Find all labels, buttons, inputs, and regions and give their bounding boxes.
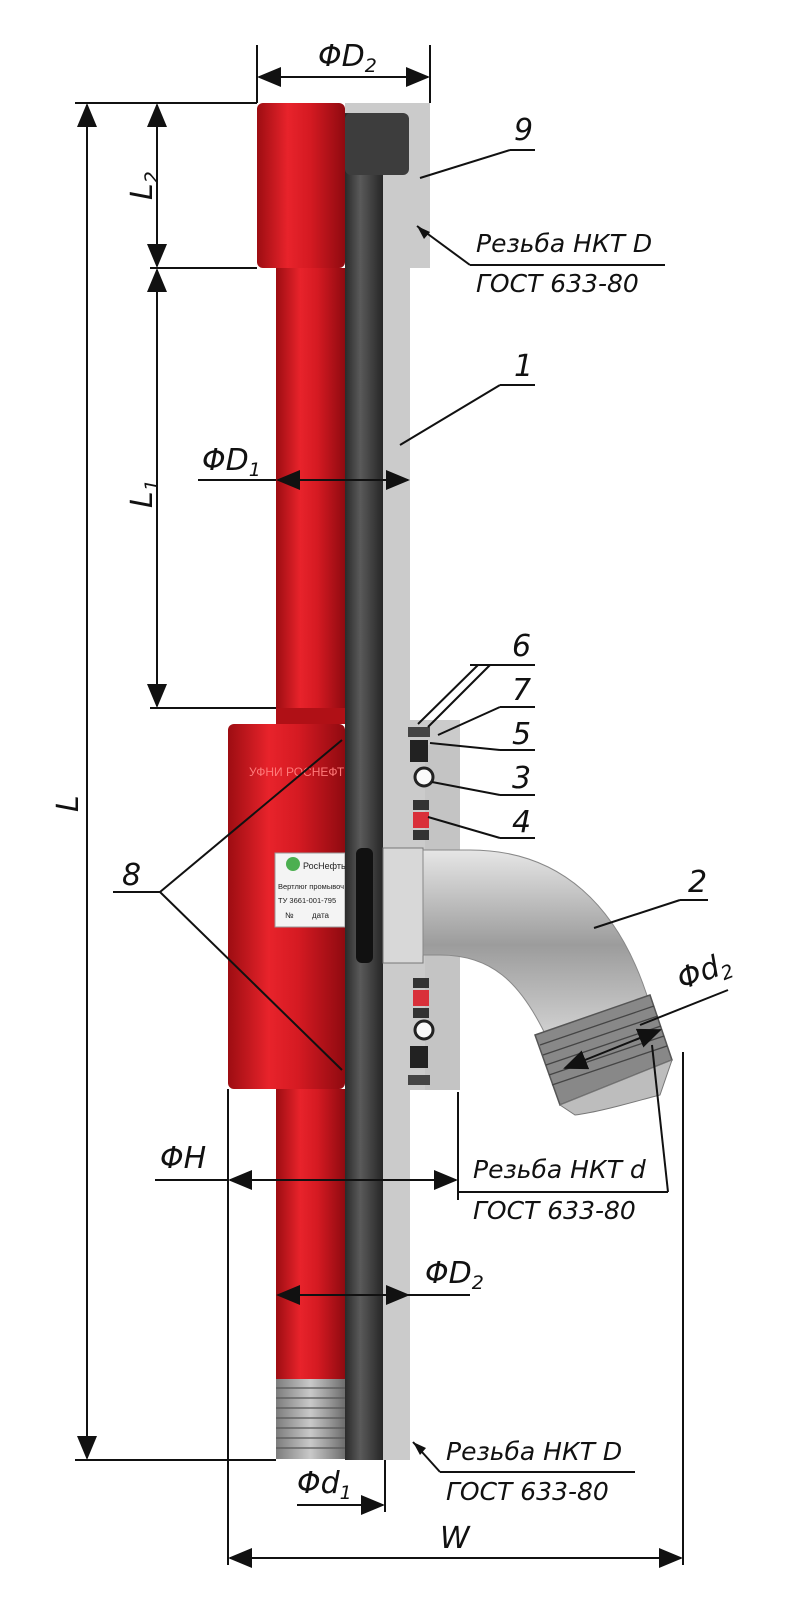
dim-H: ΦH	[160, 1141, 206, 1176]
nameplate-line1: Вертлюг промывоч	[278, 882, 344, 891]
callout-6: 6	[512, 629, 531, 664]
swivel-body	[228, 103, 345, 1459]
callout-3: 3	[512, 761, 531, 796]
nameplate: РосНефть Вертлюг промывоч ТУ 3661-001-79…	[274, 852, 346, 928]
callout-numbers: 9 1 6 7 5 3 4 2 8	[122, 113, 707, 900]
dim-W: W	[440, 1521, 471, 1556]
nameplate-date: дата	[312, 911, 330, 920]
note-thread-top-1: Резьба НКТ D	[476, 229, 652, 258]
dim-D2-top: ΦD2	[318, 39, 377, 77]
callout-9: 9	[514, 113, 533, 148]
callout-8: 8	[122, 858, 141, 893]
note-thread-top-2: ГОСТ 633-80	[476, 269, 639, 298]
thread-notes: Резьба НКТ D ГОСТ 633-80 Резьба НКТ d ГО…	[446, 229, 652, 1506]
seal-assembly	[382, 727, 435, 1085]
outlet-pipe	[422, 849, 673, 1116]
nameplate-no: №	[285, 911, 294, 920]
note-thread-side-1: Резьба НКТ d	[473, 1155, 646, 1184]
dim-D2-bottom: ΦD2	[425, 1256, 484, 1294]
callout-7: 7	[512, 673, 531, 708]
dim-L: L	[51, 795, 86, 812]
note-thread-side-2: ГОСТ 633-80	[473, 1196, 636, 1225]
callout-1: 1	[514, 349, 533, 384]
dim-L1: L1	[125, 479, 163, 508]
dim-D1: ΦD1	[202, 443, 261, 481]
callout-5: 5	[512, 717, 531, 752]
dimension-lines	[75, 45, 729, 1568]
note-thread-bottom-2: ГОСТ 633-80	[446, 1477, 609, 1506]
body-engraving: УФНИ РОСНЕФТ	[249, 765, 345, 779]
callout-2: 2	[688, 865, 707, 900]
nameplate-brand: РосНефть	[303, 861, 346, 871]
note-thread-bottom-1: Резьба НКТ D	[446, 1437, 622, 1466]
callout-4: 4	[512, 805, 531, 840]
leader-arrowheads	[413, 226, 430, 1455]
dim-L2: L2	[125, 171, 163, 200]
central-tube	[345, 113, 409, 1460]
dim-d2: Φd2	[672, 945, 737, 1000]
dim-d1: Φd1	[297, 1466, 352, 1504]
nameplate-line2: ТУ 3661-001-795	[278, 896, 336, 905]
